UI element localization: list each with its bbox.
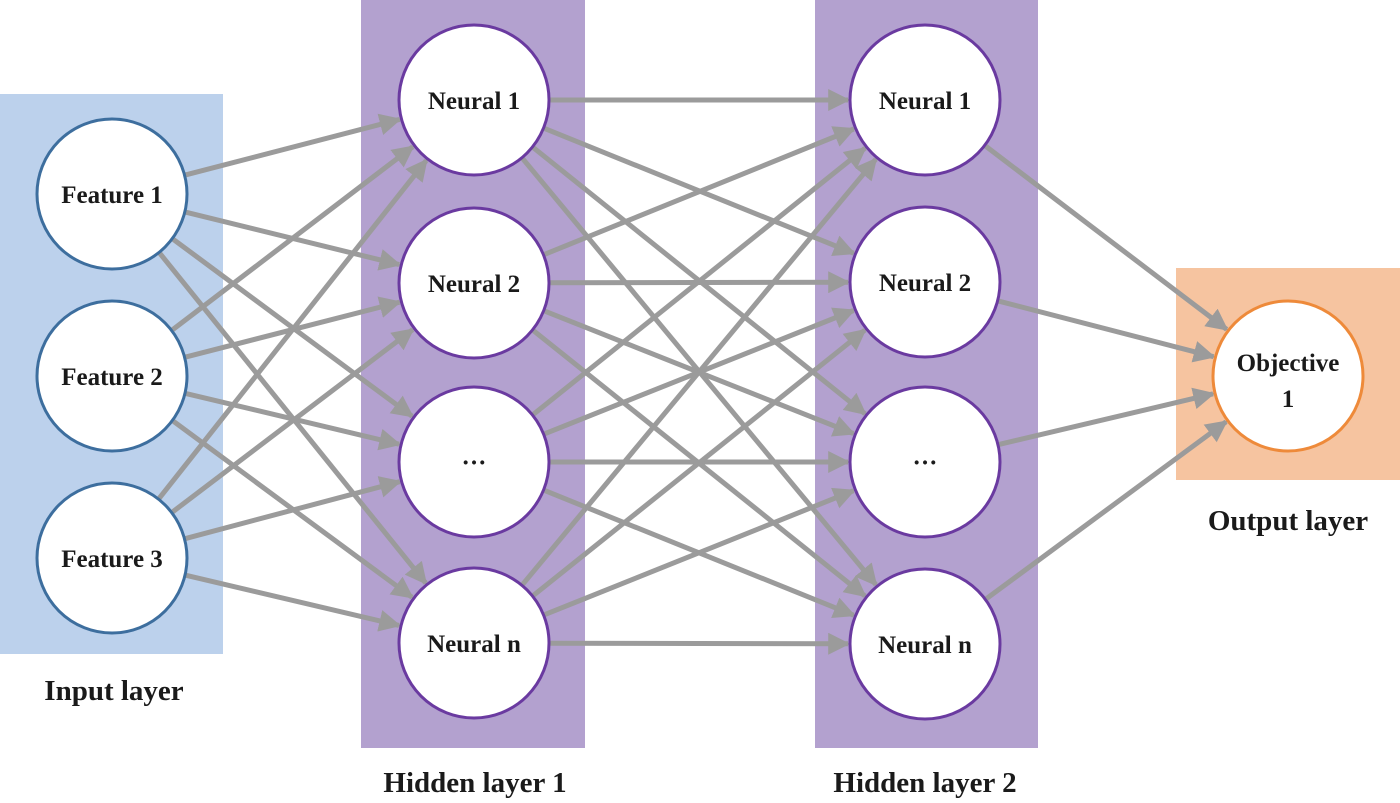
connection-arrow-l0-2-to-3	[184, 572, 402, 632]
hidden2-node-1: Neural 1	[848, 23, 1002, 177]
connection-arrow-l1-3-to-0	[519, 157, 878, 587]
hidden1-node-label: Neural 1	[428, 88, 520, 115]
hidden1-node-n: Neural n	[397, 566, 551, 720]
hidden1-node-1: Neural 1	[397, 23, 551, 177]
hidden2-node-ellipsis: ···	[848, 385, 1002, 539]
connection-arrow-l0-2-to-1	[170, 327, 415, 515]
hidden2-node-n: Neural n	[848, 567, 1002, 721]
connection-arrow-l2-2-to-0	[997, 387, 1216, 448]
input-node-label: Feature 3	[61, 546, 163, 573]
input-node-1: Feature 1	[35, 117, 189, 271]
connection-arrow-l2-3-to-0	[983, 419, 1228, 602]
input-node-label: Feature 1	[61, 182, 163, 209]
input-node-label: Feature 2	[61, 364, 163, 391]
input-node-2: Feature 2	[35, 299, 189, 453]
hidden2-node-label: Neural n	[878, 632, 972, 659]
connection-arrow-l1-3-to-1	[531, 328, 867, 599]
connection-arrow-l0-2-to-0	[156, 158, 429, 501]
connection-arrow-l1-3-to-2	[542, 487, 856, 618]
output-layer-label: Output layer	[1208, 505, 1368, 537]
connection-arrow-l0-1-to-0	[170, 144, 415, 333]
output-node-1: Objective 1	[1211, 299, 1365, 453]
hidden-layer-1-label: Hidden layer 1	[383, 767, 566, 799]
connection-arrow-l0-2-to-2	[183, 476, 402, 542]
hidden1-node-label: Neural n	[427, 631, 521, 658]
input-node-3: Feature 3	[35, 481, 189, 635]
hidden2-node-label: ···	[912, 450, 937, 477]
connection-arrow-l0-0-to-0	[183, 113, 402, 178]
input-layer-label: Input layer	[44, 675, 184, 707]
hidden2-node-label: Neural 2	[879, 270, 971, 297]
hidden1-node-label: ···	[461, 450, 486, 477]
hidden2-node-2: Neural 2	[848, 205, 1002, 359]
hidden2-node-label: Neural 1	[879, 88, 971, 115]
hidden1-node-label: Neural 2	[428, 271, 520, 298]
connection-arrow-l1-1-to-0	[542, 126, 856, 258]
connection-arrows	[156, 89, 1229, 655]
connection-arrow-l1-3-to-3	[548, 632, 851, 655]
hidden-layer-2-label: Hidden layer 2	[833, 767, 1016, 799]
hidden1-node-ellipsis: ···	[397, 385, 551, 539]
hidden1-node-2: Neural 2	[397, 206, 551, 360]
connection-arrow-l1-2-to-0	[530, 146, 867, 418]
output-node-label-line1: Objective	[1237, 350, 1340, 377]
connection-arrow-l2-0-to-0	[983, 143, 1229, 332]
output-node-label-line2: 1	[1282, 386, 1295, 413]
connection-arrow-l2-1-to-0	[996, 298, 1216, 363]
